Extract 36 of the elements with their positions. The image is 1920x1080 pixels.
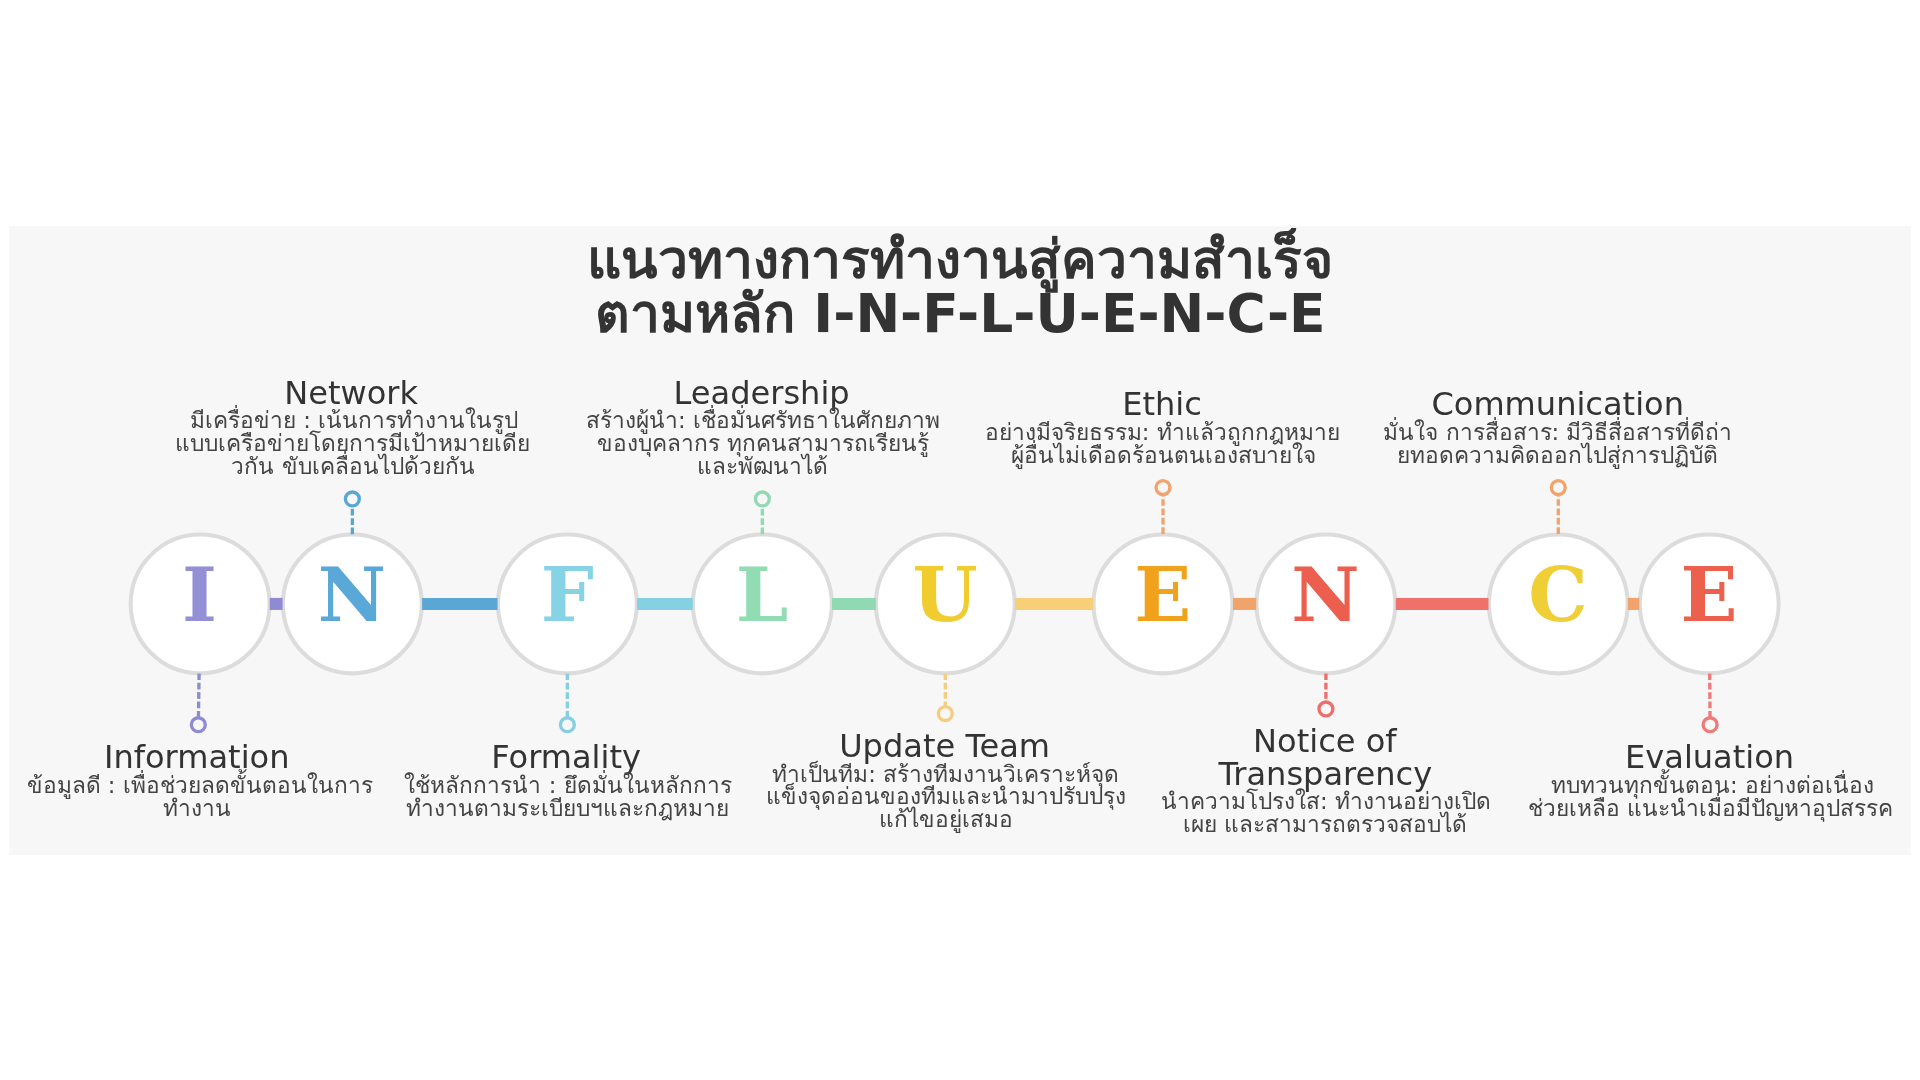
- node-circle: L: [690, 532, 834, 675]
- connector: [637, 597, 693, 610]
- node-circle: F: [495, 532, 639, 675]
- connector: [1154, 478, 1172, 534]
- connector: [832, 597, 876, 610]
- node-circle: N: [280, 532, 424, 675]
- connector: [1317, 672, 1335, 718]
- connector: [1549, 478, 1567, 534]
- connector: [1395, 597, 1489, 610]
- connector: [343, 489, 361, 534]
- connector: [1701, 672, 1719, 733]
- node-circle: E: [1637, 532, 1781, 675]
- connector: [1015, 597, 1094, 610]
- connector: [1627, 597, 1640, 610]
- node-text: Information ข้อมูลดี : เพื่อช่วยลดขั้นตอนในการทำงาน: [26, 737, 373, 821]
- node-text: Notice of Transparency นำความโปรงใส: ทำงานอย่างเปิดเผย และสามารถตรวจสอบได้: [1160, 721, 1491, 837]
- node-text: Communication มั่นใจ การสื่อสาร: มีวิธีสื่อสารที่ดีถ่ายทอดความคิดออกไปสู่การปฏิบัติ: [1383, 384, 1733, 468]
- node-circle: U: [873, 532, 1017, 675]
- node-text: Network มีเครื่อข่าย : เน้นการทำงานในรูปแบบเครือข่ายโดยการมีเป้าหมายเดียวกัน ขับเคลื่อนไปด้วยกัน: [174, 373, 530, 479]
- diagram-title: แนวทางการทำงานสู่ความสำเร็จ ตามหลัก I-N-F-L-U-E-N-C-E: [586, 227, 1333, 344]
- node-circle: C: [1486, 532, 1630, 675]
- node-text: Update Team ทำเป็นทีม: สร้างทีมงานวิเคราะห์จุดแข็งจุดอ่อนของทีมและนำมาปรับปรุงแก้ไขอยู่เสมอ: [766, 726, 1127, 832]
- connector: [1233, 597, 1257, 610]
- node-circle: N: [1254, 532, 1398, 675]
- node-text: Ethic อย่างมีจริยธรรม: ทำแล้วถูกกฎหมาย ผู้อื่นไม่เดือดร้อนตนเองสบายใจ: [984, 384, 1340, 468]
- connector: [269, 597, 283, 610]
- node-circle: I: [128, 532, 272, 675]
- node-text: Formality ใช้หลักการนำ : ยึดมั่นในหลักการ ทำงานตามระเบียบฯและกฎหมาย: [404, 737, 732, 821]
- connector: [558, 672, 576, 733]
- connector: [936, 672, 954, 722]
- connector: [753, 489, 771, 534]
- connector: [189, 672, 207, 733]
- node-text: Evaluation ทบทวนทุกขั้นตอน: อย่างต่อเนื่อง ช่วยเหลือ แนะนำเมื่อมีปัญหาอุปสรรค: [1527, 737, 1893, 821]
- node-circle: E: [1091, 532, 1235, 675]
- node-text: Leadership สร้างผู้นำ: เชื่อมั่นศรัทธาในศักยภาพของบุคลากร ทุกคนสามารถเรียนรู้และพัฒนาได้: [586, 373, 940, 479]
- connector: [422, 597, 498, 610]
